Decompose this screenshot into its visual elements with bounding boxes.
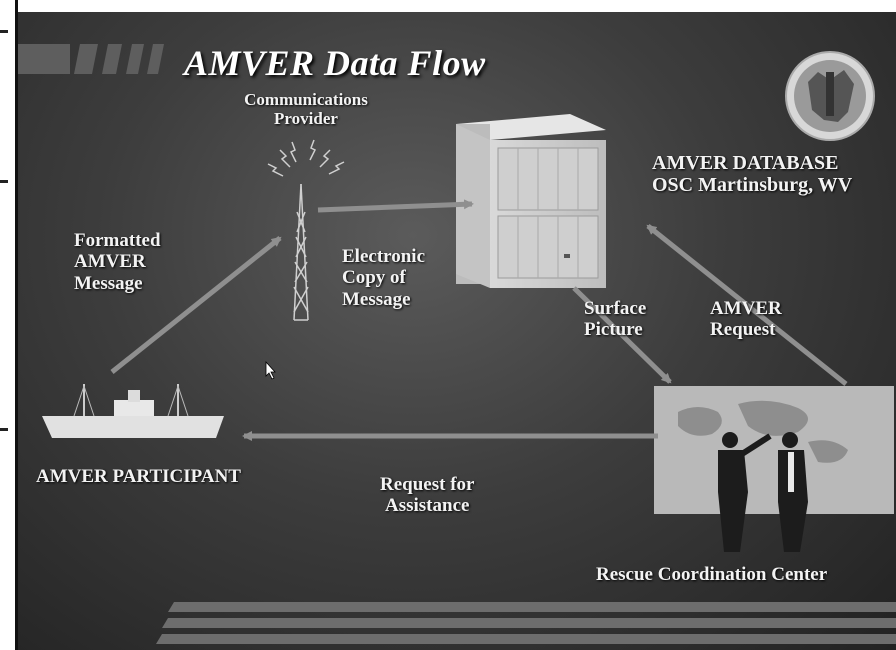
diagram-slide: AMVER Data Flow Communications Provider …: [18, 12, 896, 650]
amver-request-label: AMVER Request: [710, 298, 782, 341]
ship-icon: [42, 384, 224, 438]
label-line: Electronic: [342, 246, 426, 267]
world-map-icon: [654, 386, 894, 514]
label-line: AMVER: [710, 298, 782, 319]
label-line: Message: [342, 288, 411, 310]
label-line: Provider: [274, 109, 338, 129]
label-line: Copy of: [342, 267, 406, 289]
label-line: Assistance: [385, 495, 470, 517]
margin-tick: [0, 428, 8, 431]
rescue-coordination-center-label: Rescue Coordination Center: [596, 564, 828, 585]
electronic-copy-label: Electronic Copy of Message: [342, 246, 425, 310]
database-label: AMVER DATABASE OSC Martinsburg, WV: [652, 152, 852, 197]
label-line: AMVER: [74, 251, 146, 273]
amver-participant-label: AMVER PARTICIPANT: [36, 466, 241, 487]
margin-tick: [0, 180, 8, 183]
diagram-title: AMVER Data Flow: [184, 43, 486, 83]
seal-logo-icon: [785, 51, 875, 141]
title-stripes: [18, 44, 164, 74]
communications-provider-label: Communications Provider: [216, 90, 396, 128]
label-line: AMVER DATABASE: [652, 152, 839, 174]
arrow-tower-to-database: [317, 199, 474, 213]
radio-tower-icon: [267, 139, 345, 321]
request-assistance-label: Request for Assistance: [380, 474, 474, 517]
people-silhouette: [718, 432, 808, 552]
label-line: Picture: [584, 319, 643, 341]
flow-arrows: [110, 199, 848, 441]
label-line: Formatted: [74, 230, 161, 251]
label-line: Request for: [380, 474, 475, 495]
arrow-database-to-rcc: [572, 286, 672, 384]
arrow-rcc-to-database: [646, 224, 848, 386]
diagram-graphics: [18, 44, 896, 644]
formatted-message-label: Formatted AMVER Message: [74, 230, 161, 294]
surface-picture-label: Surface Picture: [584, 298, 646, 341]
label-line: OSC Martinsburg, WV: [652, 174, 853, 197]
left-margin: [0, 0, 18, 650]
arrow-ship-to-tower: [110, 236, 282, 374]
margin-tick: [0, 30, 8, 33]
database-server-icon: [456, 114, 606, 288]
floor-stripes: [156, 602, 896, 644]
label-line: Message: [74, 272, 143, 294]
left-border-line: [15, 0, 18, 650]
label-line: Communications: [244, 90, 368, 109]
label-line: Surface: [584, 298, 647, 319]
label-line: Request: [710, 319, 776, 341]
mouse-cursor-icon: [265, 360, 276, 380]
